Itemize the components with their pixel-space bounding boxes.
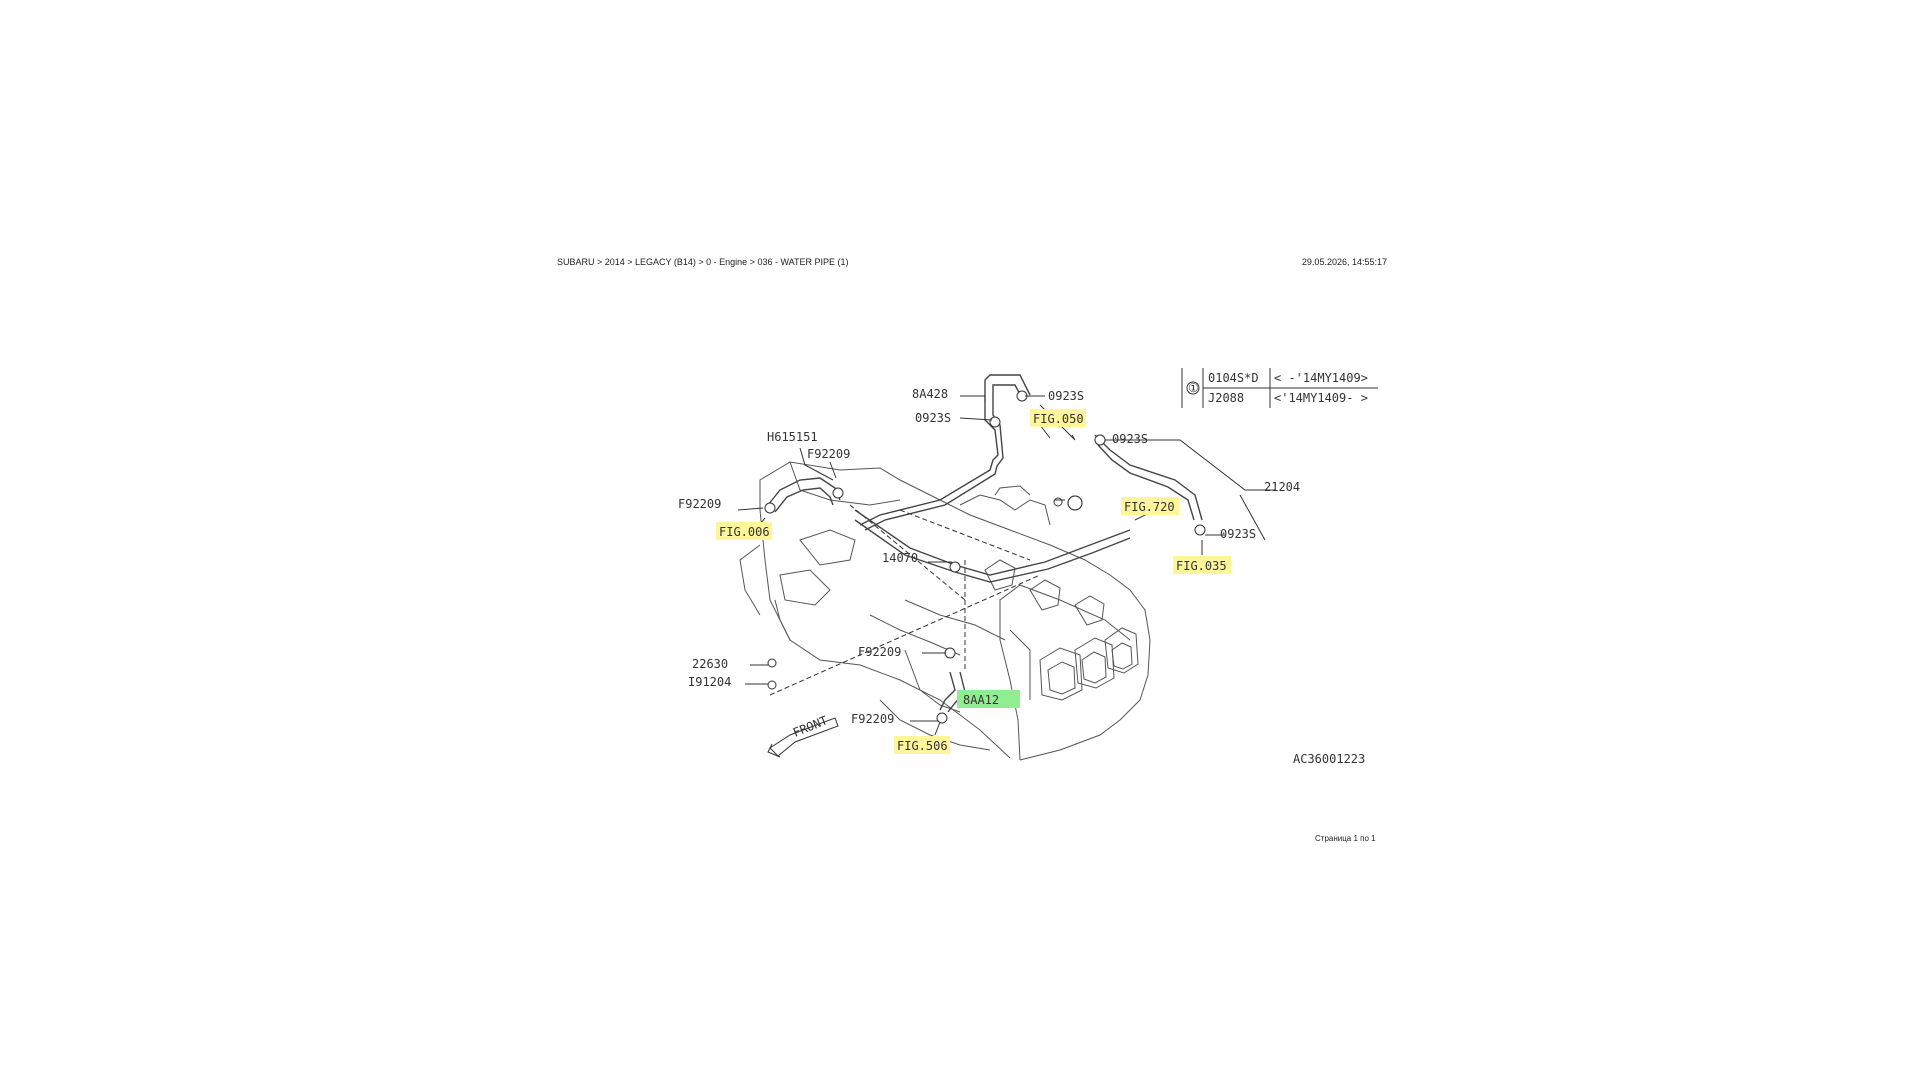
part-label[interactable]: H615151	[767, 430, 818, 444]
fig-link[interactable]: FIG.506	[897, 739, 948, 753]
page-footer: Страница 1 по 1	[1315, 834, 1376, 843]
legend-marker: ①	[1188, 381, 1199, 395]
part-label[interactable]: 0923S	[1220, 527, 1256, 541]
fig-highlights	[716, 409, 1231, 754]
breadcrumb: SUBARU > 2014 > LEGACY (B14) > 0 - Engin…	[557, 257, 849, 267]
legend-range: < -'14MY1409>	[1274, 371, 1368, 385]
part-label[interactable]: F92209	[851, 712, 894, 726]
fig-link[interactable]: FIG.720	[1124, 500, 1175, 514]
part-label[interactable]: 22630	[692, 657, 728, 671]
timestamp: 29.05.2026, 14:55:17	[1301, 257, 1387, 267]
legend-part: 0104S*D	[1208, 371, 1259, 385]
fig-link[interactable]: FIG.050	[1033, 412, 1084, 426]
legend-range: <'14MY1409- >	[1274, 391, 1368, 405]
part-label[interactable]: 21204	[1264, 480, 1300, 494]
legend-table	[1181, 368, 1378, 408]
part-label-highlighted[interactable]: 8AA12	[963, 693, 999, 707]
part-label[interactable]: 0923S	[1048, 389, 1084, 403]
page-header: SUBARU > 2014 > LEGACY (B14) > 0 - Engin…	[557, 257, 1387, 271]
part-label[interactable]: 0923S	[1112, 432, 1148, 446]
legend-part: J2088	[1208, 391, 1244, 405]
part-label[interactable]: 0923S	[915, 411, 951, 425]
drawing-code: AC36001223	[1293, 752, 1365, 766]
fig-link[interactable]: FIG.006	[719, 525, 770, 539]
part-label[interactable]: I91204	[688, 675, 731, 689]
part-label[interactable]: F92209	[678, 497, 721, 511]
front-arrow-icon: FRONT	[767, 713, 839, 758]
legend-ref-marker	[1067, 495, 1083, 511]
part-label[interactable]: F92209	[858, 645, 901, 659]
part-label[interactable]: 8A428	[912, 387, 948, 401]
part-label[interactable]: F92209	[807, 447, 850, 461]
part-label[interactable]: 14070	[882, 551, 918, 565]
fig-link[interactable]: FIG.035	[1176, 559, 1227, 573]
